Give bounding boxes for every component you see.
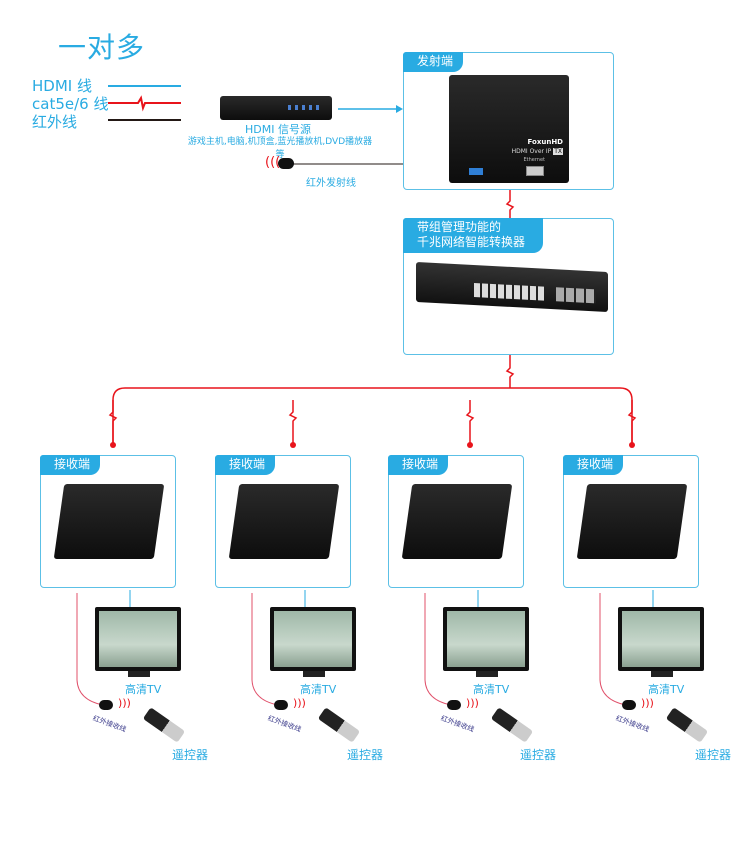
tv-label: 高清TV (648, 683, 685, 696)
switch-header: 带组管理功能的 千兆网络智能转换器 (403, 218, 544, 253)
diagram-title: 一对多 (58, 31, 146, 64)
hdmi-arrowhead (396, 105, 403, 113)
dvd-player-image (220, 96, 332, 120)
connection-dot (467, 442, 473, 448)
ir-receiver-image (274, 700, 288, 710)
tv-stand (303, 671, 325, 677)
switch-down-line (505, 355, 515, 388)
tv-image (270, 607, 356, 671)
receiver-device (228, 484, 340, 559)
remote-label: 遥控器 (520, 748, 557, 762)
network-switch-image (416, 261, 608, 313)
ir-receiver-cable (76, 593, 104, 706)
tv-stand (651, 671, 673, 677)
dip-switch (469, 168, 483, 175)
transmitter-header: 发射端 (403, 52, 464, 72)
tx-switch-line (505, 190, 515, 218)
receiver-panel: 接收端 (40, 455, 176, 588)
ir-emitter-image (278, 158, 294, 169)
connection-dot (629, 442, 635, 448)
legend-cat-line (108, 95, 181, 112)
ir-wave-icon: ((( (293, 697, 306, 710)
receiver-device (53, 484, 165, 559)
receiver-panel: 接收端 (388, 455, 524, 588)
receiver-device (401, 484, 513, 559)
switch-panel: 带组管理功能的 千兆网络智能转换器 (403, 218, 614, 355)
transmitter-device: FoxunHD HDMI Over IP TX Ethernet (449, 75, 569, 183)
tv-label: 高清TV (473, 683, 510, 696)
source-subtitle: 游戏主机,电脑,机顶盒,蓝光播放机,DVD播放器等 (187, 137, 373, 160)
legend-cat-label: cat5e/6 线 (32, 95, 109, 113)
distribution-line (112, 387, 633, 445)
ir-receiver-image (447, 700, 461, 710)
ir-wave-icon: ((( (265, 155, 281, 170)
ir-receiver-image (99, 700, 113, 710)
legend-ir-label: 红外线 (32, 113, 78, 131)
receiver-drop-line (108, 400, 118, 445)
receiver-header: 接收端 (215, 455, 276, 475)
receiver-panel: 接收端 (563, 455, 699, 588)
receiver-drop-line (627, 400, 637, 445)
connection-dot (290, 442, 296, 448)
ir-wave-icon: ((( (466, 697, 479, 710)
receiver-panel: 接收端 (215, 455, 351, 588)
ir-wave-icon: ((( (641, 697, 654, 710)
ir-receiver-cable (424, 593, 452, 706)
tv-image (95, 607, 181, 671)
receiver-device (576, 484, 688, 559)
ir-receiver-cable (251, 593, 279, 706)
receiver-drop-line (288, 400, 298, 445)
ir-emitter-label: 红外发射线 (306, 178, 356, 189)
source-label: HDMI 信号源 (245, 123, 311, 136)
ir-wave-icon: ((( (118, 697, 131, 710)
tv-stand (476, 671, 498, 677)
tv-stand (128, 671, 150, 677)
remote-label: 遥控器 (347, 748, 384, 762)
switch-header-line1: 带组管理功能的 (417, 220, 502, 234)
tv-image (443, 607, 529, 671)
tx-model: HDMI Over IP (511, 148, 552, 155)
tv-label: 高清TV (300, 683, 337, 696)
legend-hdmi-label: HDMI 线 (32, 77, 92, 95)
tx-brand: FoxunHD (527, 138, 563, 146)
remote-label: 遥控器 (172, 748, 209, 762)
receiver-drop-line (465, 400, 475, 445)
receiver-header: 接收端 (388, 455, 449, 475)
connection-dot (110, 442, 116, 448)
ethernet-port (526, 166, 544, 176)
transmitter-panel: 发射端 FoxunHD HDMI Over IP TX Ethernet (403, 52, 614, 190)
receiver-header: 接收端 (40, 455, 101, 475)
ir-receiver-cable (599, 593, 627, 706)
switch-header-line2: 千兆网络智能转换器 (417, 235, 526, 249)
tv-image (618, 607, 704, 671)
tv-label: 高清TV (125, 683, 162, 696)
tx-port-label: Ethernet (523, 157, 545, 163)
tx-badge: TX (553, 148, 563, 155)
remote-label: 遥控器 (695, 748, 732, 762)
receiver-header: 接收端 (563, 455, 624, 475)
ir-receiver-image (622, 700, 636, 710)
